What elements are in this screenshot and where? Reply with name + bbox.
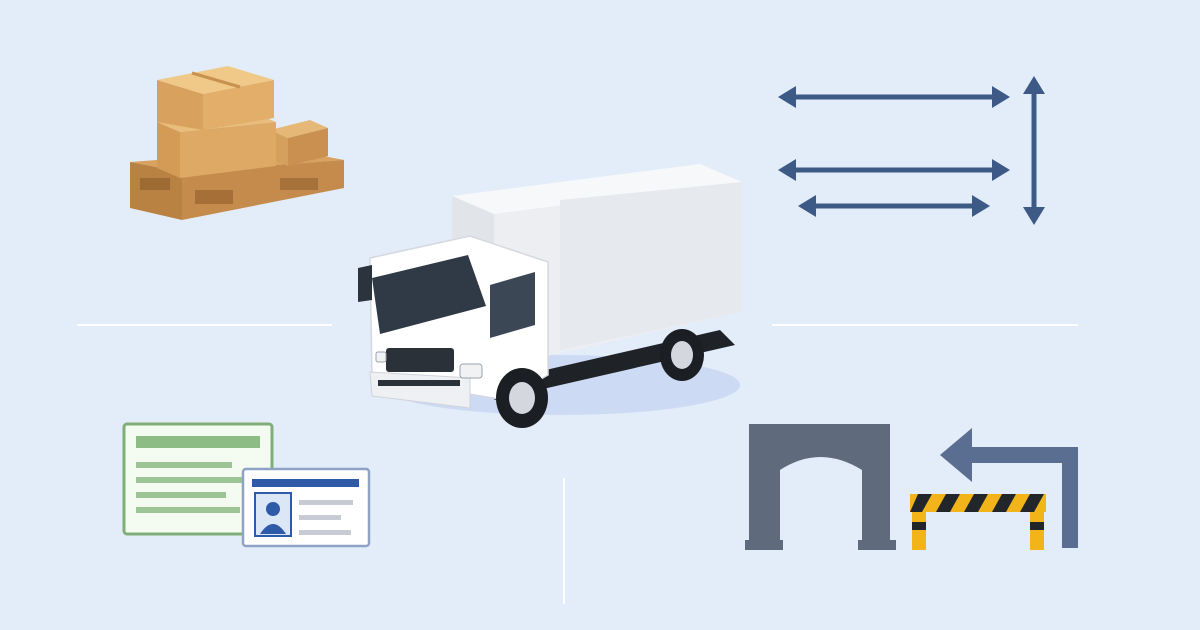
license-documents-icon <box>122 422 371 548</box>
pallet-boxes-icon <box>130 66 344 220</box>
height-limit-detour-icon <box>745 424 1078 550</box>
box-truck-icon <box>358 164 742 428</box>
dimension-arrows-icon <box>778 76 1045 225</box>
divider-lines <box>77 324 1078 604</box>
